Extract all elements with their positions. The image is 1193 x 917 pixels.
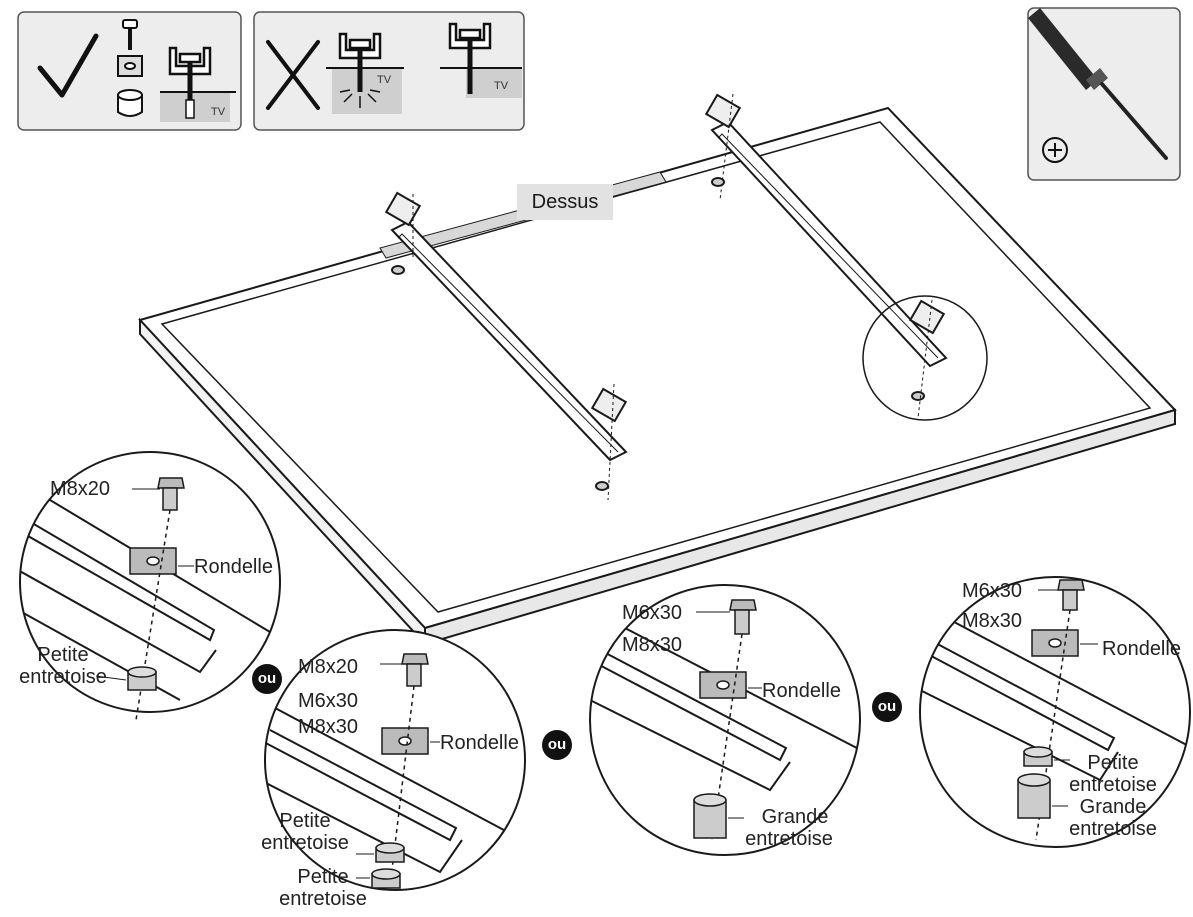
- bracket-correct-icon: [168, 46, 212, 110]
- c3-bolt-label-1: M6x30: [622, 602, 683, 624]
- tv-insert: [185, 99, 195, 119]
- c2-bolt-label-2: M6x30: [298, 690, 359, 712]
- tv-back-panel: [138, 106, 1177, 647]
- c4-spacer-b-label-1: Grande: [1079, 796, 1147, 818]
- c2-spacer-b-label-1: Petite: [297, 866, 349, 888]
- detail-circle-2: [264, 629, 526, 891]
- c3-bolt-label-2: M8x30: [622, 634, 683, 656]
- phillips-plus-icon: [1042, 137, 1068, 163]
- check-mark-icon: [37, 33, 99, 98]
- or-badge-2: ou: [542, 730, 572, 760]
- tv-outer-frame: [138, 106, 1177, 630]
- c4-washer-label: Rondelle: [1102, 638, 1181, 660]
- rail-left: [384, 191, 628, 501]
- tv-surface: [160, 92, 230, 122]
- c2-spacer-a-label-1: Petite: [279, 810, 331, 832]
- bracket-wrong-icon: [338, 32, 382, 92]
- screw-stack-icon: [117, 19, 143, 117]
- c4-bolt-label-2: M8x30: [962, 610, 1023, 632]
- c1-spacer-label-1: Petite: [37, 644, 89, 666]
- bracket-short-icon: [448, 22, 492, 94]
- c2-bolt-label-1: M8x20: [298, 656, 359, 678]
- tv-label-correct: TV: [211, 106, 226, 118]
- detail-circle-3: [589, 584, 861, 856]
- c2-washer-label: Rondelle: [440, 732, 519, 754]
- c3-spacer-label-2: entretoise: [745, 828, 833, 850]
- detail-circle-4: [919, 576, 1191, 848]
- incorrect-panel: [253, 11, 525, 131]
- zoom-indicator-circle: [862, 295, 988, 421]
- c1-bolt-label: M8x20: [50, 478, 111, 500]
- c3-spacer-label-1: Grande: [761, 806, 829, 828]
- c2-bolt-label-3: M8x30: [298, 716, 359, 738]
- c1-washer-label: Rondelle: [194, 556, 273, 578]
- rail-right: [704, 93, 948, 419]
- correct-panel: [17, 11, 242, 131]
- tool-panel: [1027, 7, 1181, 181]
- c4-bolt-label-1: M6x30: [962, 580, 1023, 602]
- tv-label-wrong-2: TV: [494, 80, 509, 92]
- c2-spacer-b-label-2: entretoise: [279, 888, 367, 910]
- c4-spacer-a-label-2: entretoise: [1069, 774, 1157, 796]
- phillips-screwdriver-icon: [1028, 8, 1168, 160]
- or-badge-3: ou: [872, 692, 902, 722]
- cross-mark-icon: [266, 40, 320, 110]
- c4-spacer-b-label-2: entretoise: [1069, 818, 1157, 840]
- detail-circle-1: [19, 451, 281, 721]
- c1-spacer-label-2: entretoise: [19, 666, 107, 688]
- tv-surface-wrong-2: [466, 68, 522, 98]
- c3-washer-label: Rondelle: [762, 680, 841, 702]
- top-label: Dessus: [517, 184, 613, 220]
- c4-spacer-a-label-1: Petite: [1087, 752, 1139, 774]
- tv-label-wrong-1: TV: [377, 74, 392, 86]
- c2-spacer-a-label-2: entretoise: [261, 832, 349, 854]
- damage-burst-icon: [339, 89, 381, 108]
- or-badge-1: ou: [252, 664, 282, 694]
